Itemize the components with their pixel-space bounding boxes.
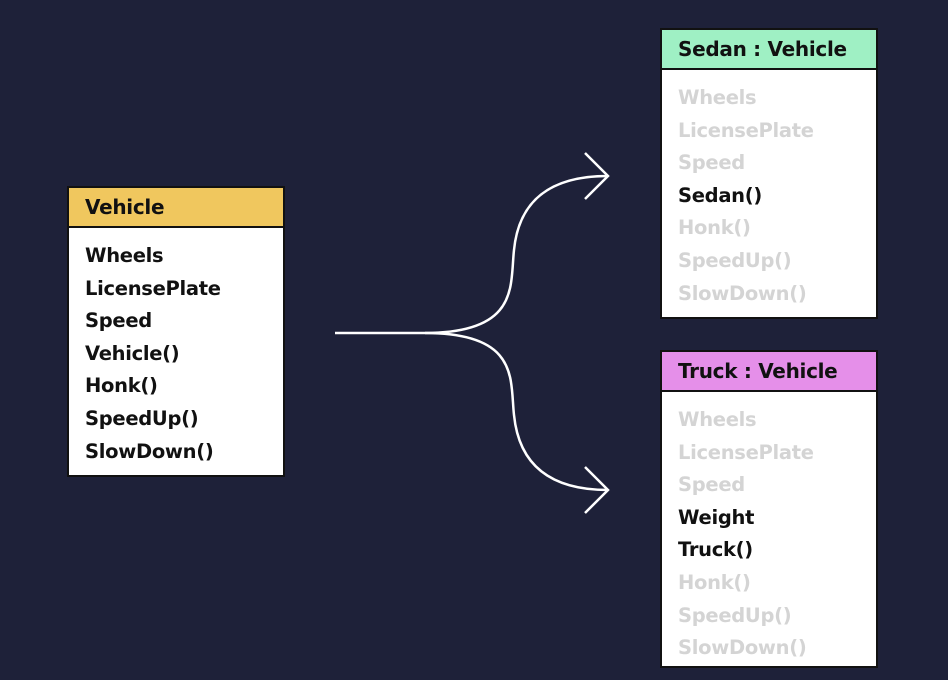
- vehicle-member-honk: Honk(): [85, 374, 158, 398]
- truck-member-slow-down: SlowDown(): [678, 636, 807, 660]
- vehicle-class-box: Vehicle Wheels LicensePlate Speed Vehicl…: [67, 186, 285, 477]
- vehicle-member-wheels: Wheels: [85, 244, 164, 267]
- arrow-branch-to-sedan: [424, 174, 609, 335]
- truck-member-constructor: Truck(): [678, 538, 753, 562]
- sedan-class-header: Sedan : Vehicle: [662, 30, 876, 70]
- sedan-member-slow-down: SlowDown(): [678, 281, 807, 305]
- sedan-class-members: Wheels LicensePlate Speed Sedan() Honk()…: [662, 70, 876, 310]
- sedan-member-speed: Speed: [678, 151, 745, 175]
- truck-member-speed: Speed: [678, 473, 745, 497]
- arrowhead-truck-icon: [584, 466, 610, 514]
- vehicle-class-header: Vehicle: [69, 188, 283, 228]
- truck-member-weight: Weight: [678, 505, 755, 529]
- truck-class-header: Truck : Vehicle: [662, 352, 876, 392]
- vehicle-member-slow-down: SlowDown(): [85, 439, 214, 463]
- truck-class-title: Truck : Vehicle: [678, 359, 838, 383]
- sedan-member-honk: Honk(): [678, 216, 751, 240]
- sedan-member-wheels: Wheels: [678, 86, 757, 109]
- vehicle-member-license-plate: LicensePlate: [85, 276, 221, 300]
- truck-member-wheels: Wheels: [678, 408, 757, 431]
- sedan-class-box: Sedan : Vehicle Wheels LicensePlate Spee…: [660, 28, 878, 319]
- truck-member-speed-up: SpeedUp(): [678, 603, 792, 627]
- vehicle-member-constructor: Vehicle(): [85, 341, 180, 365]
- vehicle-member-speed-up: SpeedUp(): [85, 406, 199, 430]
- truck-member-honk: Honk(): [678, 570, 751, 594]
- vehicle-class-members: Wheels LicensePlate Speed Vehicle() Honk…: [69, 228, 283, 468]
- vehicle-member-speed: Speed: [85, 309, 152, 333]
- sedan-member-license-plate: LicensePlate: [678, 118, 814, 142]
- sedan-class-title: Sedan : Vehicle: [678, 37, 847, 61]
- arrowhead-sedan-icon: [584, 152, 610, 200]
- truck-member-license-plate: LicensePlate: [678, 440, 814, 464]
- truck-class-box: Truck : Vehicle Wheels LicensePlate Spee…: [660, 350, 878, 668]
- sedan-member-constructor: Sedan(): [678, 183, 762, 207]
- sedan-member-speed-up: SpeedUp(): [678, 248, 792, 272]
- vehicle-class-title: Vehicle: [85, 195, 165, 219]
- arrow-branch-to-truck: [424, 331, 609, 492]
- truck-class-members: Wheels LicensePlate Speed Weight Truck()…: [662, 392, 876, 665]
